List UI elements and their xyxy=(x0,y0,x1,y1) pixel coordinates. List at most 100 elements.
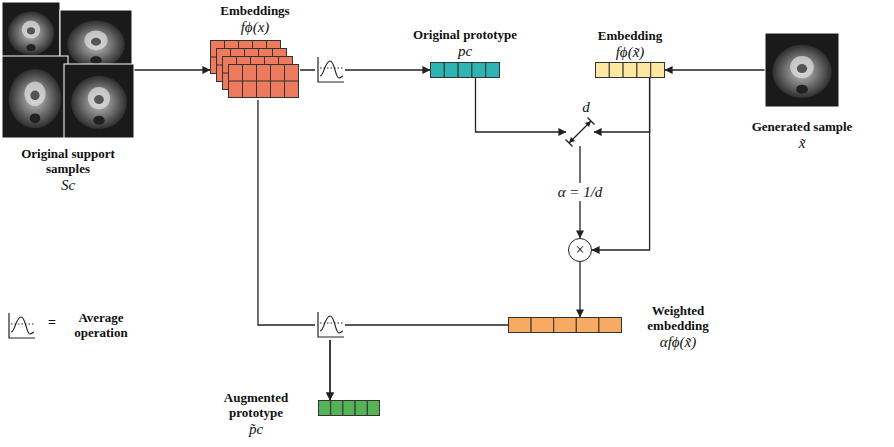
embedding-vector: Embeddingfϕ(x̃) xyxy=(595,62,665,78)
weighted-vector: Weighted embeddingαfϕ(x̃) xyxy=(508,317,622,333)
support-images-figure xyxy=(2,2,134,138)
mri-core xyxy=(91,38,101,46)
mri-organ xyxy=(88,87,110,109)
vector-cell xyxy=(486,63,500,78)
legend-text: Average operation xyxy=(68,310,134,340)
node-symbol: x̃ xyxy=(732,134,872,152)
support-images: Original support samplesSc xyxy=(2,2,134,138)
embedding-stack-figure xyxy=(210,40,300,100)
node-title: Generated sample xyxy=(732,119,872,134)
distance-head xyxy=(585,121,591,127)
connector-arrow xyxy=(594,78,650,132)
label-group: Generated samplex̃ xyxy=(732,119,872,152)
mri-core xyxy=(94,95,104,104)
label-group: × xyxy=(569,239,591,261)
mri-organ xyxy=(24,81,45,106)
vector-cell xyxy=(576,318,599,333)
vector-cell xyxy=(355,401,367,416)
mri-rectum xyxy=(93,116,104,125)
label-group: Original support samplesSc xyxy=(6,146,130,194)
mri-body xyxy=(71,76,127,129)
node-title: Embedding xyxy=(575,28,685,43)
node-symbol: Sc xyxy=(6,176,130,194)
weighted-vector-figure xyxy=(508,317,622,333)
connector-arrow xyxy=(134,69,210,70)
vector-cell xyxy=(509,318,532,333)
vector-cell xyxy=(431,63,445,78)
augmented-vector-figure xyxy=(318,400,380,416)
embedding-vector-figure xyxy=(595,62,665,78)
legend-item: Average operation xyxy=(68,310,134,340)
node-symbol: p̃c xyxy=(208,420,304,438)
mri-core xyxy=(797,64,807,73)
mri-rectum xyxy=(90,56,102,64)
vector-cell xyxy=(623,63,637,78)
vector-cell xyxy=(596,63,610,78)
vector-cell xyxy=(609,63,623,78)
distance-head xyxy=(569,137,575,143)
distance-line xyxy=(569,121,591,143)
mri-body xyxy=(8,12,54,55)
connector-arrow xyxy=(330,325,508,400)
embedding-cell-grid xyxy=(229,65,299,98)
node-title: Embeddings xyxy=(200,3,310,18)
node-title: Augmented prototype xyxy=(208,390,304,420)
prototype-vector-figure xyxy=(430,62,500,78)
embedding-stack: Embeddingsfϕ(x) xyxy=(210,40,300,100)
mri-rectum xyxy=(30,113,41,123)
generated-image: Generated samplex̃ xyxy=(765,33,839,107)
mri-body xyxy=(772,45,831,98)
mri-core xyxy=(27,27,35,34)
multiply-node: × xyxy=(568,238,592,262)
mri-frame xyxy=(2,2,60,62)
distance-symbol-figure xyxy=(566,118,594,146)
vector-cell xyxy=(444,63,458,78)
vector-cell xyxy=(319,401,331,416)
prototype-vector: Original prototypepc xyxy=(430,62,500,78)
node-title: × xyxy=(575,240,584,260)
connector-arrow xyxy=(300,69,430,70)
mri-rectum xyxy=(796,85,808,94)
connector-arrow xyxy=(592,78,650,250)
label-group: Original prototypepc xyxy=(390,27,540,60)
mri-core xyxy=(30,90,39,100)
vector-cell xyxy=(651,63,665,78)
mri-body xyxy=(9,69,62,128)
label-group: Augmented prototypep̃c xyxy=(208,390,304,438)
node-title: Weighted embedding xyxy=(636,303,720,333)
mri-body xyxy=(67,21,125,69)
label-group: d xyxy=(576,98,596,116)
mri-frame xyxy=(765,33,839,107)
connector-arrow xyxy=(258,100,330,400)
augmented-vector: Augmented prototypep̃c xyxy=(318,400,380,416)
average-symbol xyxy=(315,310,345,340)
node-symbol: pc xyxy=(390,42,540,60)
average-symbol xyxy=(315,55,345,85)
vector-cell xyxy=(637,63,651,78)
legend-symbol xyxy=(6,311,36,341)
node-title: Original support samples xyxy=(6,146,130,176)
edge-label: α = 1/d xyxy=(555,183,606,201)
vector-cell xyxy=(458,63,472,78)
mri-rectum xyxy=(26,44,35,51)
mri-frame xyxy=(64,64,134,138)
connector-arrow xyxy=(665,69,765,70)
connector-arrow xyxy=(476,78,567,132)
generated-image-figure xyxy=(765,33,839,107)
vector-cell xyxy=(472,63,486,78)
mri-frame xyxy=(2,56,68,138)
embedding-layer xyxy=(229,65,299,98)
label-group: Embeddingsfϕ(x) xyxy=(200,3,310,36)
label-group: Weighted embeddingαfϕ(x̃) xyxy=(636,303,720,351)
mri-organ xyxy=(22,21,41,39)
vector-cell xyxy=(367,401,379,416)
mri-organ xyxy=(790,56,814,78)
node-symbol: fϕ(x̃) xyxy=(575,43,685,61)
grid-line xyxy=(229,81,299,82)
distance-symbol: d xyxy=(566,118,594,146)
vector-cell xyxy=(343,401,355,416)
vector-cell xyxy=(599,318,622,333)
node-title: d xyxy=(576,98,596,116)
node-symbol: αfϕ(x̃) xyxy=(636,333,720,351)
